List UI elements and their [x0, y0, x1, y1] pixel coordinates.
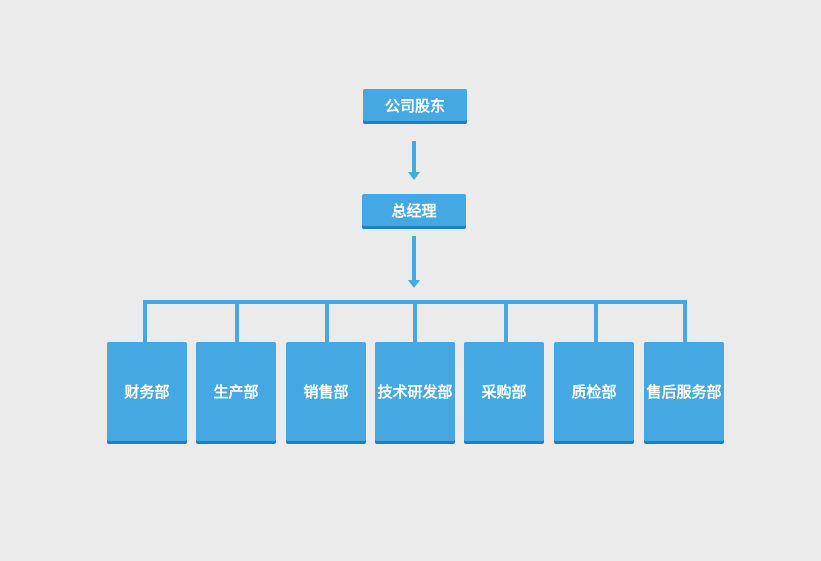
node-department-label: 财务部	[124, 383, 170, 401]
node-department: 销售部	[286, 342, 366, 441]
node-department: 售后服务部	[644, 342, 724, 441]
node-department: 技术研发部	[375, 342, 455, 441]
connector-drop	[143, 300, 147, 342]
node-department: 质检部	[554, 342, 634, 441]
node-department-label: 生产部	[213, 383, 259, 401]
node-department-label: 质检部	[571, 383, 617, 401]
connector-drop	[594, 300, 598, 342]
node-general-manager: 总经理	[362, 194, 466, 226]
node-shareholders: 公司股东	[363, 89, 467, 121]
connector-drop	[413, 300, 417, 342]
node-general-manager-label: 总经理	[391, 201, 437, 220]
node-shareholders-label: 公司股东	[384, 96, 445, 115]
arrow-down-icon	[408, 172, 420, 180]
arrow-down-icon	[408, 280, 420, 288]
node-department-label: 销售部	[303, 383, 349, 401]
node-department-label: 采购部	[481, 383, 527, 401]
connector-drop	[325, 300, 329, 342]
node-department: 采购部	[464, 342, 544, 441]
node-department-label: 售后服务部	[646, 383, 722, 401]
connector-manager-departments	[412, 236, 416, 281]
node-department: 生产部	[196, 342, 276, 441]
connector-shareholders-manager	[412, 141, 416, 173]
connector-drop	[683, 300, 687, 342]
node-department-label: 技术研发部	[377, 383, 453, 401]
node-department: 财务部	[107, 342, 187, 441]
connector-drop	[235, 300, 239, 342]
connector-drop	[504, 300, 508, 342]
